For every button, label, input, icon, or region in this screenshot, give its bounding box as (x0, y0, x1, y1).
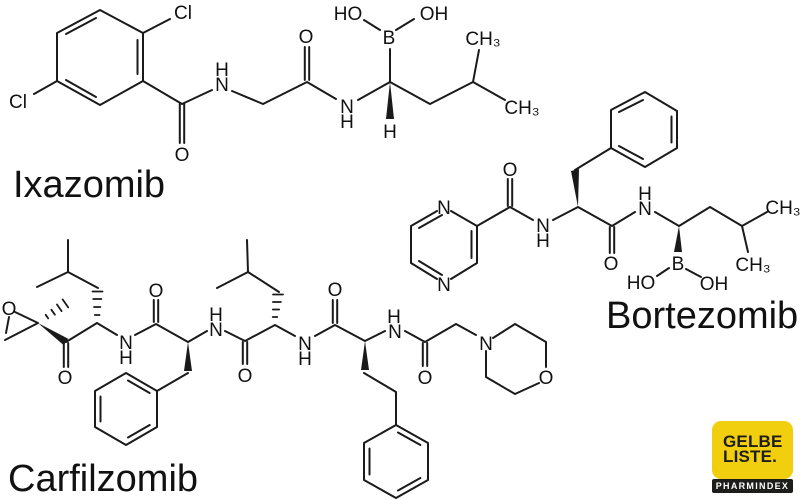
atom-label-o: O (149, 281, 164, 302)
carfilzomib-hashed-leucine2 (271, 293, 284, 318)
logo-line1: GELBE (723, 432, 783, 451)
atom-label-b: B (672, 254, 685, 275)
atom-label-n: N (388, 322, 402, 343)
carfilzomib-homophe-wedge (361, 341, 369, 370)
atom-label-n: N (437, 275, 451, 296)
ixazomib-double-bonds (65, 17, 311, 144)
atom-label-n: N (298, 334, 312, 355)
atom-label-ho: HO (334, 4, 363, 25)
atom-label-h: H (340, 112, 354, 133)
atom-label-h: H (383, 122, 397, 143)
bortezomib-double-bonds (418, 99, 673, 276)
atom-label-oh: OH (420, 4, 449, 25)
ixazomib-structure: Cl Cl O H N O N H HO B OH H CH₃ CH₃ Ixaz… (9, 3, 540, 206)
molecule-name-bortezomib: Bortezomib (606, 295, 798, 337)
atom-label-o: O (418, 368, 433, 389)
bortezomib-benzyl-wedge (571, 169, 579, 207)
atom-label-n: N (536, 216, 550, 237)
pharmindex-bar: PHARMINDEX (712, 479, 793, 493)
atom-label-n: N (209, 320, 223, 341)
atom-label-o: O (238, 366, 253, 387)
ixazomib-stereo-wedge (386, 82, 394, 119)
atom-label-h: H (298, 349, 312, 370)
atom-label-ch3: CH₃ (735, 255, 770, 276)
carfilzomib-hashed-methyl (44, 298, 70, 320)
molecule-name-carfilzomib: Carfilzomib (8, 458, 198, 500)
atom-label-n: N (119, 333, 133, 354)
atom-label-n: N (479, 334, 493, 355)
atom-label-o: O (2, 299, 17, 320)
carfilzomib-benzyl-wedge (184, 342, 192, 371)
atom-label-h: H (119, 348, 133, 369)
atom-label-o: O (299, 27, 314, 48)
atom-label-n: N (437, 198, 451, 219)
atom-label-o: O (539, 368, 554, 389)
atom-label-n: N (215, 75, 229, 96)
bortezomib-structure: N N O N H O H N B HO OH CH₃ CH₃ Bortezom… (410, 91, 800, 337)
molecule-name-ixazomib: Ixazomib (13, 164, 165, 206)
atom-label-cl: Cl (9, 92, 27, 113)
carfilzomib-ketone-wedge (38, 323, 69, 346)
atom-label-ch3: CH₃ (465, 29, 500, 50)
atom-label-o: O (328, 280, 343, 301)
carfilzomib-structure: O O N H O H N O N H O H N O N O Carfilzo… (2, 239, 554, 500)
atom-label-n: N (340, 97, 354, 118)
logo-line2: LISTE. (723, 447, 778, 466)
atom-label-o: O (58, 368, 73, 389)
atom-label-h: H (209, 305, 223, 326)
atom-label-n: N (638, 199, 652, 220)
bortezomib-bonds (410, 91, 768, 280)
carfilzomib-hashed-leucine1 (91, 290, 104, 316)
carfilzomib-double-bonds (62, 299, 429, 492)
gelbe-liste-badge: GELBE LISTE. (712, 421, 793, 479)
atom-label-h: H (638, 184, 652, 205)
atom-label-ch3: CH₃ (765, 198, 800, 219)
atom-label-ch3: CH₃ (504, 98, 539, 119)
atom-label-h: H (387, 307, 401, 328)
atom-label-o: O (604, 254, 619, 275)
atom-label-o: O (175, 145, 190, 166)
bortezomib-boron-wedge (674, 226, 682, 252)
gelbe-liste-logo: GELBE LISTE. PHARMINDEX (712, 421, 793, 493)
atom-label-o: O (503, 160, 518, 181)
atom-label-b: B (383, 28, 396, 49)
atom-label-ho: HO (627, 273, 656, 294)
atom-label-cl: Cl (174, 3, 192, 24)
atom-label-h: H (215, 60, 229, 81)
atom-label-oh: OH (700, 274, 729, 295)
logo-subtitle: PHARMINDEX (715, 481, 790, 491)
atom-label-h: H (536, 231, 550, 252)
